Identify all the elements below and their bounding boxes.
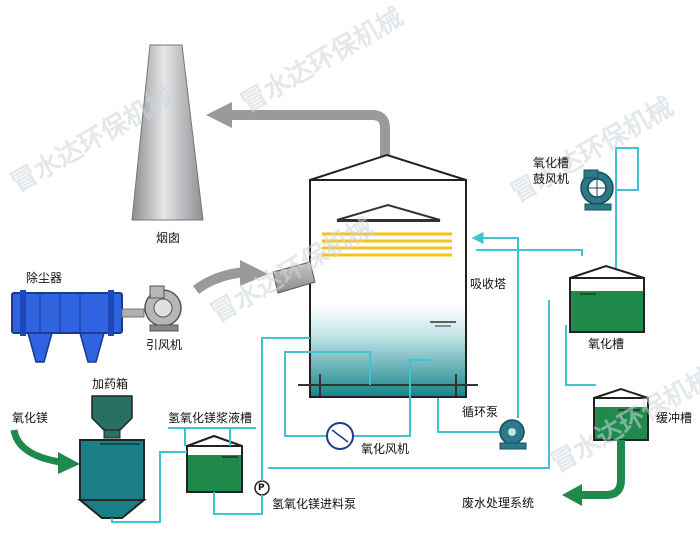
mgoh-slurry-tank — [186, 434, 243, 493]
label-mgoh-slurry-tank: 氢氧化镁浆液槽 — [168, 411, 253, 425]
chimney — [131, 44, 204, 221]
label-chimney: 烟囱 — [156, 231, 181, 245]
label-dust-collector: 除尘器 — [26, 271, 63, 285]
dosing-box — [91, 395, 133, 439]
label-oxidation-fan: 氧化风机 — [361, 442, 410, 456]
process-pipes — [111, 147, 639, 523]
label-dosing-box: 加药箱 — [92, 377, 129, 391]
label-oxidation-tank: 氧化槽 — [588, 337, 625, 351]
mgo-mix-tank — [77, 439, 147, 519]
label-buffer-tank: 缓冲槽 — [656, 411, 693, 425]
flue-gas-arrow — [206, 102, 390, 158]
oxidation-blower — [580, 169, 614, 211]
label-absorption-tower: 吸收塔 — [470, 277, 507, 291]
induced-fan — [144, 285, 182, 332]
label-pump-symbol: P — [258, 483, 265, 493]
oxidation-fan — [326, 422, 354, 450]
absorption-tower — [298, 153, 478, 398]
mgo-feed-arrow — [10, 429, 80, 474]
dust-collector — [11, 290, 145, 363]
buffer-tank — [593, 387, 649, 441]
label-blower-line1: 氧化槽 — [533, 156, 570, 170]
label-blower-line2: 鼓风机 — [533, 172, 570, 186]
wastewater-arrow — [562, 440, 625, 506]
gas-inlet-duct — [192, 260, 316, 295]
label-induced-fan: 引风机 — [146, 338, 183, 352]
label-magnesium-oxide: 氧化镁 — [12, 411, 49, 425]
label-wastewater-system: 废水处理系统 — [462, 496, 535, 510]
oxidation-tank — [569, 264, 645, 333]
label-mgoh-feed-pump: 氢氧化镁进料泵 — [272, 497, 357, 511]
circulation-pump — [499, 419, 527, 450]
label-circulation-pump: 循环泵 — [462, 405, 499, 419]
